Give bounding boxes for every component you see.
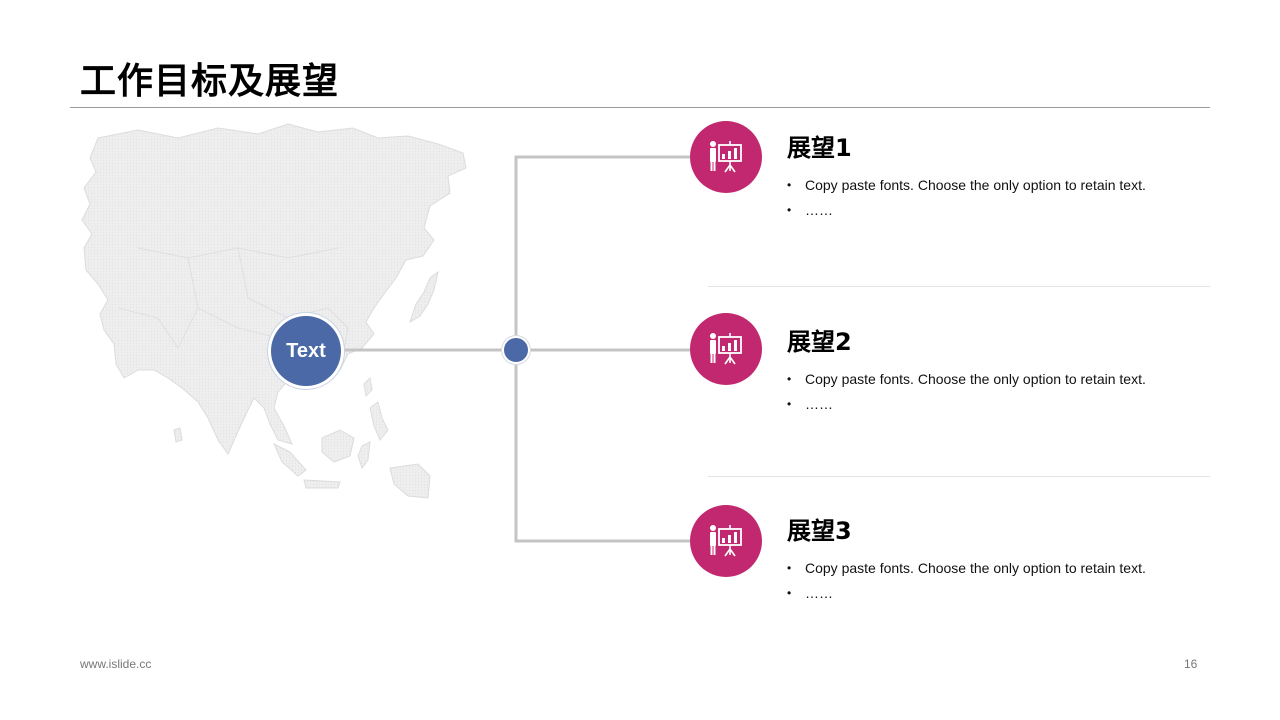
sri-lanka-shape (173, 427, 183, 443)
bullet-item: …… (787, 581, 1146, 606)
bullet-item: Copy paste fonts. Choose the only option… (787, 367, 1146, 392)
vision-item-1: 展望1 Copy paste fonts. Choose the only op… (0, 0, 1280, 223)
item-bullets: Copy paste fonts. Choose the only option… (787, 556, 1146, 606)
bullet-item: Copy paste fonts. Choose the only option… (787, 556, 1146, 581)
new-guinea-shape (389, 463, 431, 499)
center-node-label: Text (286, 339, 326, 362)
taiwan-shape (363, 376, 373, 398)
item-bullets: Copy paste fonts. Choose the only option… (787, 173, 1146, 223)
center-node: Text (271, 316, 341, 386)
sulawesi-shape (357, 441, 371, 470)
vision-item-2: 展望2 Copy paste fonts. Choose the only op… (0, 0, 1280, 417)
item-icon-circle (690, 121, 762, 193)
footer-url: www.islide.cc (80, 657, 152, 671)
vision-item-3: 展望3 Copy paste fonts. Choose the only op… (0, 0, 1280, 606)
item-heading: 展望1 (787, 134, 852, 162)
mainland-shape (81, 123, 467, 456)
asia-map (81, 123, 467, 499)
philippines-shape (369, 401, 389, 441)
item-heading: 展望3 (787, 517, 852, 545)
item-separator (708, 476, 1210, 477)
java-shape (303, 479, 341, 489)
presentation-chart-icon (710, 525, 742, 557)
presentation-chart-icon (710, 141, 742, 173)
item-icon-circle (690, 505, 762, 577)
item-icon-circle (690, 313, 762, 385)
item-heading: 展望2 (787, 328, 852, 356)
bullet-item: …… (787, 392, 1146, 417)
hub-dot (504, 338, 528, 362)
page-title: 工作目标及展望 (80, 61, 340, 102)
page-number: 16 (1184, 657, 1198, 671)
sumatra-shape (272, 442, 307, 477)
borneo-shape (321, 429, 355, 463)
presentation-chart-icon (710, 333, 742, 365)
item-bullets: Copy paste fonts. Choose the only option… (787, 367, 1146, 417)
bullet-item: …… (787, 198, 1146, 223)
bullet-item: Copy paste fonts. Choose the only option… (787, 173, 1146, 198)
japan-shape (409, 270, 439, 324)
title-divider (70, 107, 1210, 108)
item-separator (708, 286, 1210, 287)
